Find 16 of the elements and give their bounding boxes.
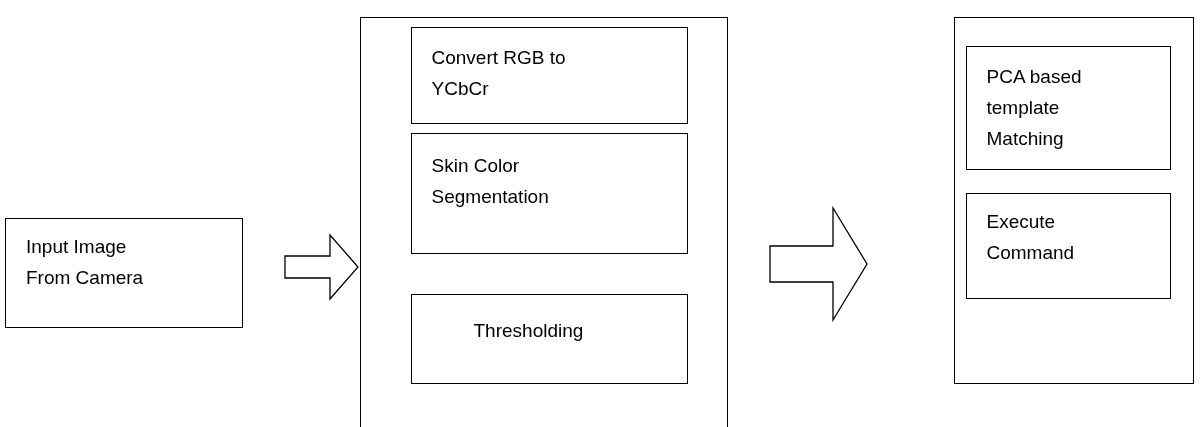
- process-box: [965, 45, 1171, 170]
- box-label: Input Image From Camera: [26, 235, 145, 290]
- container-box: [954, 17, 1194, 384]
- box-label: Thresholding: [473, 318, 585, 343]
- block-arrow: [769, 205, 868, 323]
- process-box: [410, 26, 688, 124]
- process-box: [5, 218, 243, 328]
- block-arrow: [284, 233, 359, 301]
- process-box: [410, 293, 688, 384]
- process-box: [965, 192, 1171, 299]
- container-box: [360, 17, 728, 427]
- box-label: Skin Color Segmentation: [431, 153, 550, 209]
- box-label: PCA based template Matching: [986, 64, 1083, 151]
- box-label: Execute Command: [986, 209, 1076, 265]
- process-box: [410, 132, 688, 254]
- box-label: Convert RGB to YCbCr: [431, 45, 567, 101]
